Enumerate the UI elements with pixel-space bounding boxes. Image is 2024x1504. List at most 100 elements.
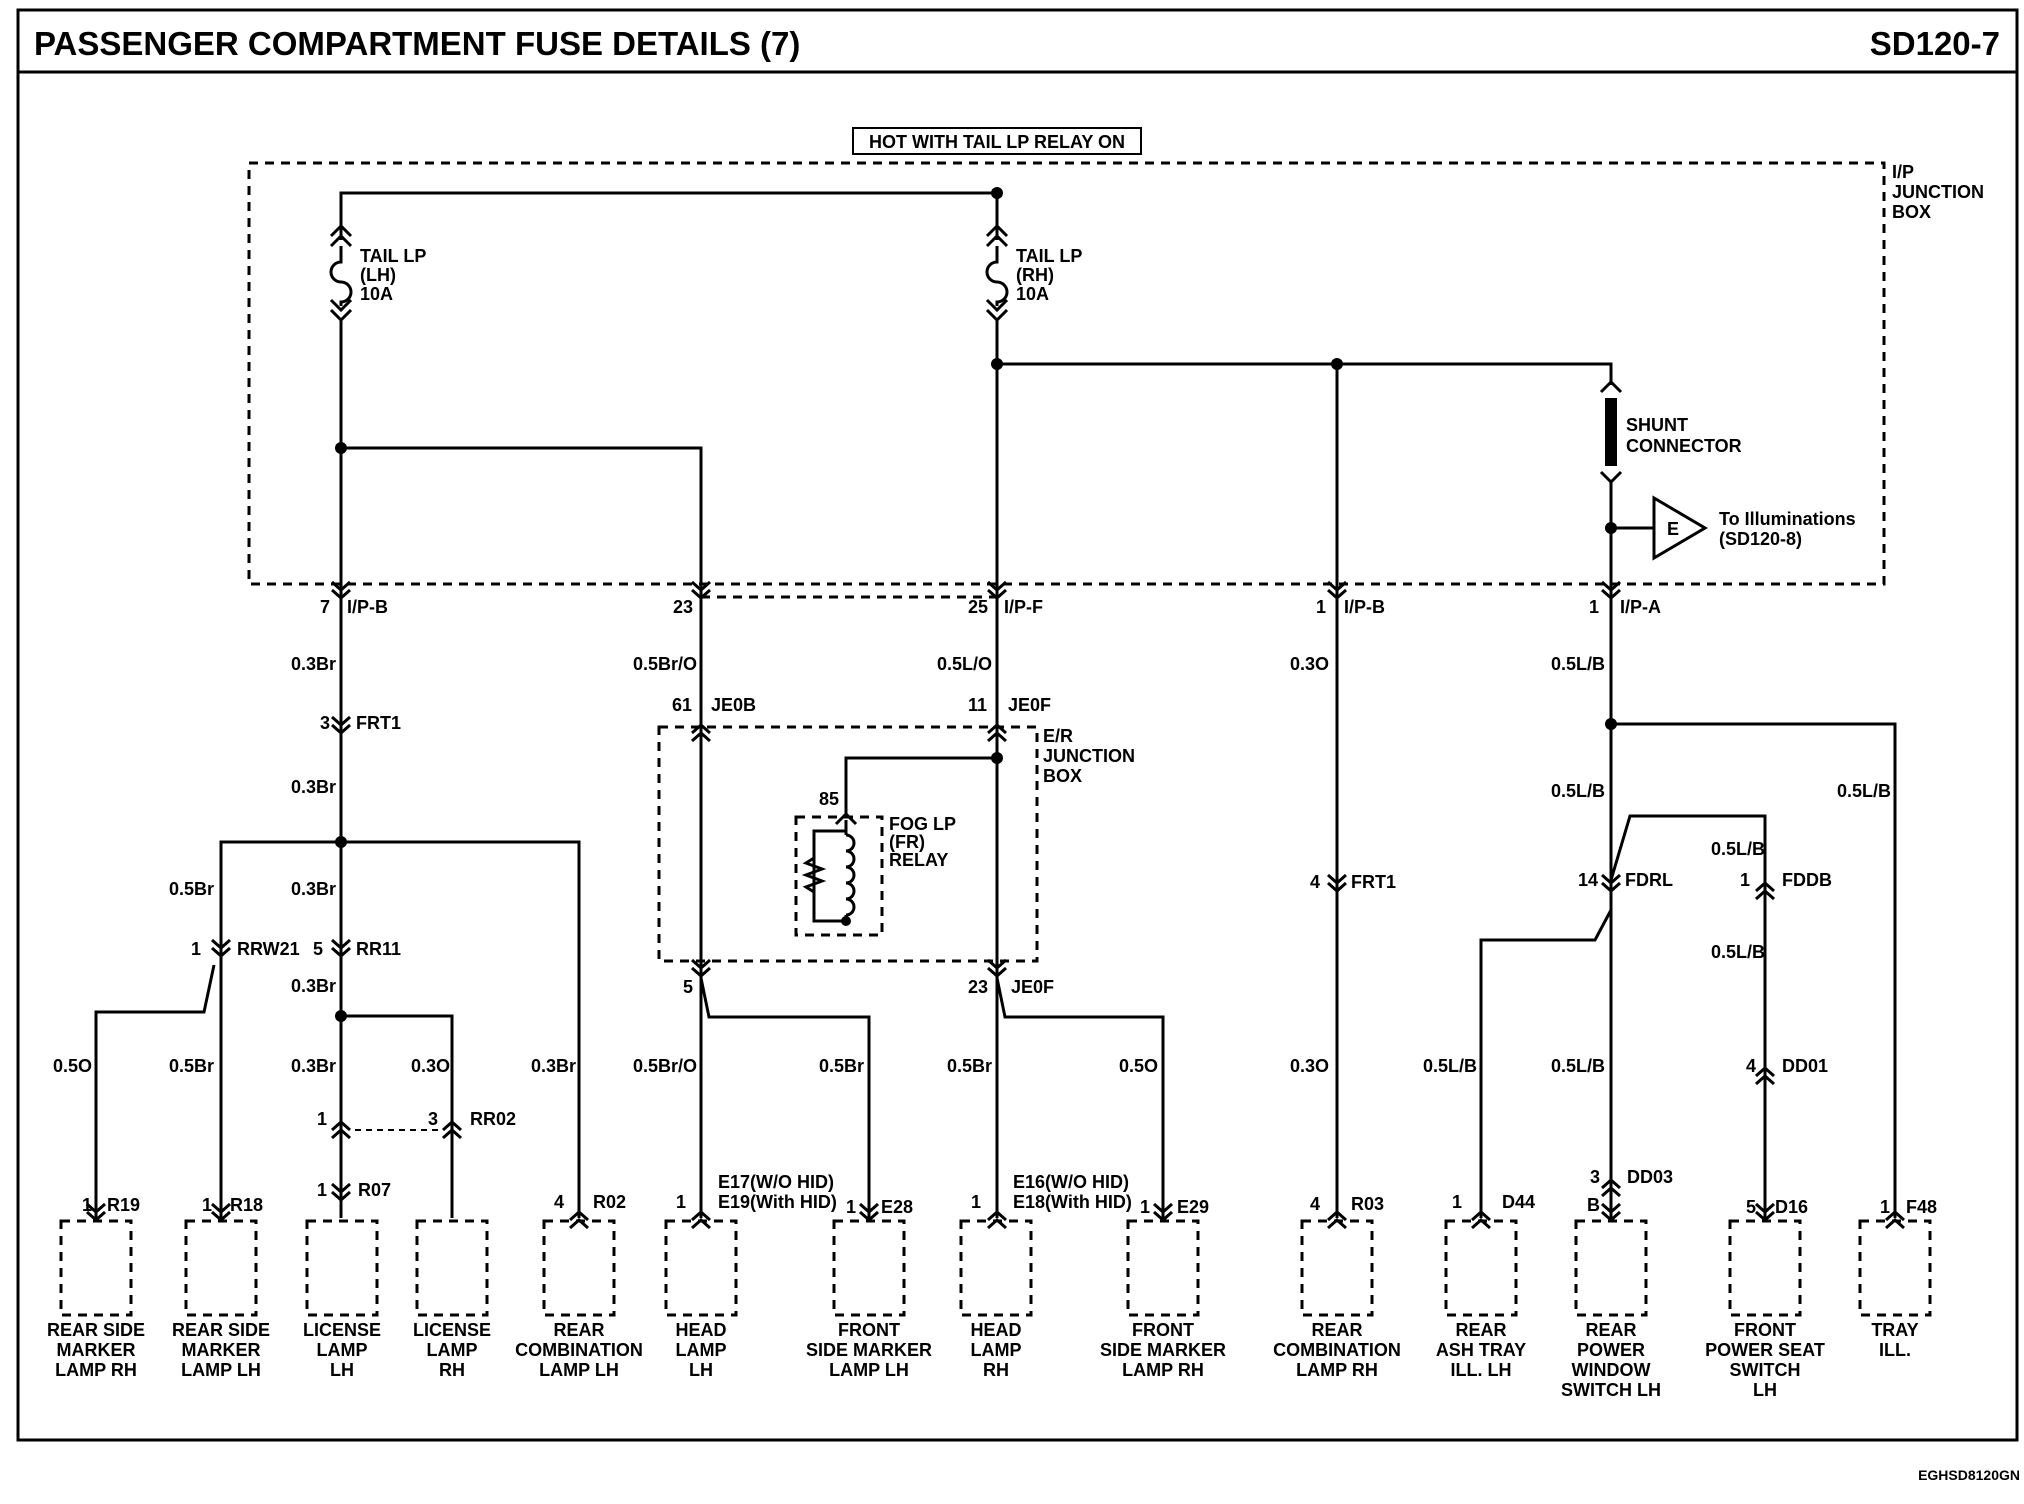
wire-label: 1 (82, 1195, 92, 1215)
wire-label: R18 (230, 1195, 263, 1215)
relay-label-2: (FR) (889, 832, 925, 852)
er-box-label-2: JUNCTION (1043, 746, 1135, 766)
component-label: LAMP LH (539, 1360, 619, 1380)
wire-label: R19 (107, 1195, 140, 1215)
shunt-label-1: SHUNT (1626, 415, 1688, 435)
wire-label: 1 (191, 939, 201, 959)
wire-label: E17(W/O HID) (718, 1172, 834, 1192)
component-label: LAMP (676, 1340, 727, 1360)
illum-label-2: (SD120-8) (1719, 529, 1802, 549)
wire-label: 3 (320, 713, 330, 733)
component-label: REAR (1311, 1320, 1362, 1340)
wire-label: FDRL (1625, 870, 1673, 890)
connector-chevron-10 (691, 958, 711, 979)
connector-chevron-2 (987, 580, 1007, 601)
connector-chevron-6 (691, 722, 711, 743)
wire-label: 0.3Br (291, 777, 336, 797)
component-box (1728, 1219, 1802, 1317)
connectors (86, 580, 1905, 1230)
component-box (1858, 1219, 1932, 1317)
wire-label: 0.3Br (291, 654, 336, 674)
wire-label: 0.3O (411, 1056, 450, 1076)
component-label: LAMP LH (829, 1360, 909, 1380)
connector-chevron-9 (331, 938, 351, 959)
wire-label: 3 (428, 1109, 438, 1129)
wire-label: RR02 (470, 1109, 516, 1129)
illum-letter: E (1667, 519, 1679, 539)
wire-label: 3 (1590, 1167, 1600, 1187)
connector-chevron-5 (331, 715, 351, 736)
fuse-tail-lp-rh (985, 223, 1009, 323)
connector-chevron-18 (331, 1182, 351, 1203)
component-label: ILL. LH (1451, 1360, 1512, 1380)
component-label: COMBINATION (1273, 1340, 1401, 1360)
component-label: TRAY (1871, 1320, 1918, 1340)
wire-label: 0.5Br (169, 879, 214, 899)
wire-label: B (1587, 1195, 1600, 1215)
wire-label: 25 (968, 597, 988, 617)
wire-label: 1 (317, 1180, 327, 1200)
connector-chevron-8 (211, 938, 231, 959)
wire-label: 0.5L/B (1551, 1056, 1605, 1076)
diagram-frame (16, 8, 2019, 1442)
component-label: LH (689, 1360, 713, 1380)
component-label: HEAD (675, 1320, 726, 1340)
wire-label: 0.5L/B (1423, 1056, 1477, 1076)
component-label: LAMP LH (181, 1360, 261, 1380)
wire-label: 61 (672, 695, 692, 715)
wire-label: 1 (971, 1192, 981, 1212)
component-label: LH (330, 1360, 354, 1380)
component-label: LAMP RH (55, 1360, 137, 1380)
wire-label: D16 (1775, 1197, 1808, 1217)
wire-label: 4 (1746, 1056, 1756, 1076)
component-box (1444, 1219, 1518, 1317)
wire-label: 4 (1310, 1194, 1320, 1214)
wire-label: 14 (1578, 870, 1598, 890)
connector-chevron-12 (1327, 873, 1347, 894)
connector-chevron-16 (331, 1119, 351, 1140)
connector-chevron-15 (1755, 1065, 1775, 1086)
component-box (664, 1219, 738, 1317)
wire-label: I/P-A (1620, 597, 1661, 617)
fuse-lh-label-1: TAIL LP (360, 246, 426, 266)
component-label: LAMP RH (1296, 1360, 1378, 1380)
page-code: SD120-7 (1870, 25, 2000, 62)
shunt-label-2: CONNECTOR (1626, 436, 1742, 456)
wire-label: 0.5Br (819, 1056, 864, 1076)
wire-label: 1 (676, 1192, 686, 1212)
connector-chevron-17 (442, 1119, 462, 1140)
wire-label: E29 (1177, 1197, 1209, 1217)
component-box (542, 1219, 616, 1317)
er-box-label-1: E/R (1043, 726, 1073, 746)
component-label: ILL. (1879, 1340, 1911, 1360)
wire-label: 4 (1310, 872, 1320, 892)
wire-label: 0.3Br (531, 1056, 576, 1076)
wire-label: E28 (881, 1197, 913, 1217)
fuse-rh-label-1: TAIL LP (1016, 246, 1082, 266)
wire-label: 0.3Br (291, 879, 336, 899)
er-junction-box (657, 725, 1039, 963)
fuse-rh-label-3: 10A (1016, 284, 1049, 304)
wire-label: RRW21 (237, 939, 300, 959)
relay-label-1: FOG LP (889, 814, 956, 834)
component-label: COMBINATION (515, 1340, 643, 1360)
component-label: FRONT (1734, 1320, 1796, 1340)
connector-chevron-13 (1601, 873, 1621, 894)
wire-label: I/P-F (1004, 597, 1043, 617)
connector-chevron-4 (1601, 580, 1621, 601)
wire-label: 1 (1316, 597, 1326, 617)
component-label: RH (983, 1360, 1009, 1380)
component-box (1126, 1219, 1200, 1317)
wire-label: E18(With HID) (1013, 1192, 1132, 1212)
wire-label: 0.3O (1290, 1056, 1329, 1076)
ip-box-label-3: BOX (1892, 202, 1931, 222)
relay-label-3: RELAY (889, 850, 948, 870)
wire-label: 0.5O (53, 1056, 92, 1076)
wire-label: R03 (1351, 1194, 1384, 1214)
wire-label: D44 (1502, 1192, 1535, 1212)
wire-label: 0.3O (1290, 654, 1329, 674)
connector-chevron-3 (1327, 580, 1347, 601)
